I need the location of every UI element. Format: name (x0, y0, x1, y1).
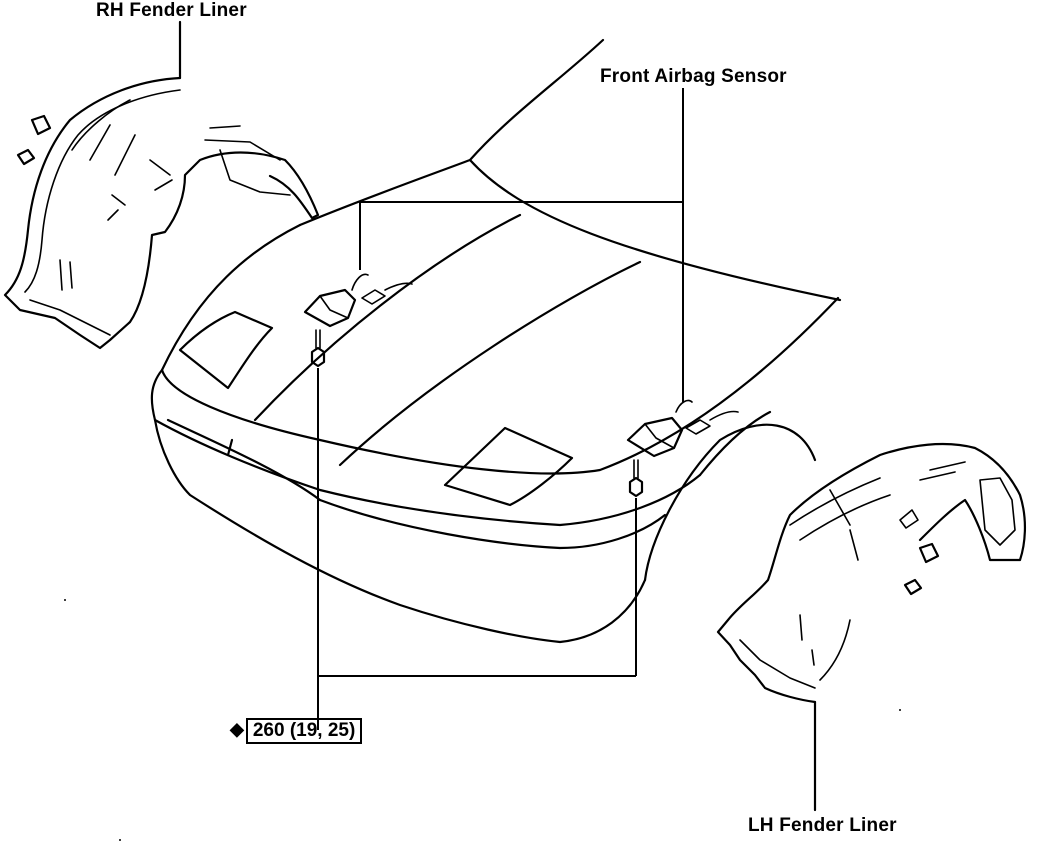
lh-airbag-sensor (626, 399, 739, 498)
lh-fender-liner-label: LH Fender Liner (748, 815, 897, 836)
torque-leader-lines (317, 368, 637, 730)
car-front-body (150, 38, 842, 644)
torque-value-box: 260 (19, 25) (245, 718, 363, 744)
torque-callout: ◆260 (19, 25) (230, 718, 363, 744)
lh-fender-liner (716, 442, 1027, 812)
diamond-icon: ◆ (230, 719, 244, 739)
sensor-leader-lines (359, 88, 684, 402)
rh-fender-liner (3, 20, 320, 350)
rh-fender-liner-label: RH Fender Liner (96, 0, 247, 21)
rh-airbag-sensor (303, 273, 413, 368)
front-airbag-sensor-label: Front Airbag Sensor (600, 66, 787, 87)
scan-specks (64, 599, 901, 841)
